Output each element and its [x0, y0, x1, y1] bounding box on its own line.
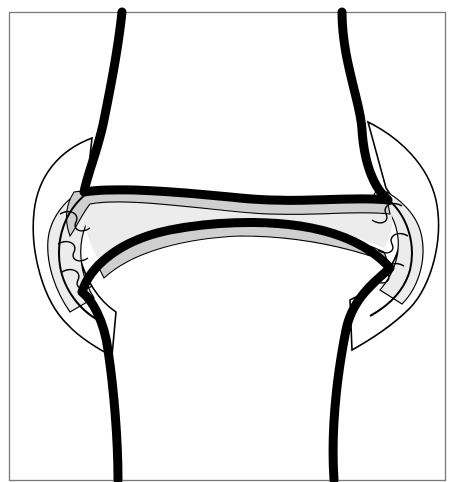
joint-diagram	[0, 0, 455, 482]
joint-diagram-canvas	[0, 0, 455, 482]
